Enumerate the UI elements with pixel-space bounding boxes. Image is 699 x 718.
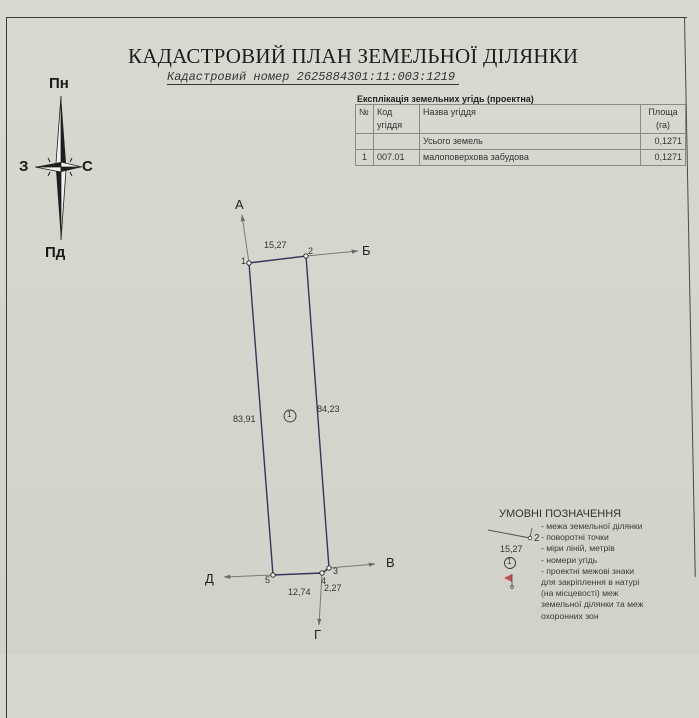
explication-table-caption: Експлікація земельних угідь (проектна): [357, 94, 534, 104]
legend-sample-parcel: 1: [507, 557, 512, 566]
measure-4-5: 12,74: [288, 587, 311, 597]
axis-v-line: [328, 562, 376, 569]
measure-2-3: 84,23: [317, 404, 340, 414]
turning-point-1: [246, 260, 252, 266]
legend-items: - межа земельної ділянки - поворотні точ…: [541, 521, 643, 622]
axis-d-line: [223, 574, 274, 579]
header-area-line2: (га): [655, 120, 671, 130]
measure-3-4: 2,27: [324, 583, 342, 593]
direction-g-label: Г: [314, 627, 322, 642]
measure-1-2: 15,27: [264, 240, 287, 250]
axis-g-line: [317, 572, 323, 626]
legend-title: УМОВНІ ПОЗНАЧЕННЯ: [499, 508, 622, 520]
axis-b-line: [305, 249, 359, 257]
legend-boundary-marker-icon: [504, 574, 512, 582]
legend-item: - поворотні точки: [541, 532, 609, 543]
header-code: Код угіддя: [373, 104, 420, 134]
document-title: КАДАСТРОВИЙ ПЛАН ЗЕМЕЛЬНОЇ ДІЛЯНКИ: [128, 44, 579, 68]
header-code-line1: Код: [377, 107, 393, 117]
legend-item: для закріплення в натурі: [541, 577, 640, 588]
axis-a-line: [240, 214, 250, 264]
direction-v-label: В: [386, 555, 395, 570]
compass-west-label: З: [19, 158, 29, 175]
page-frame: [6, 17, 687, 718]
parcel-plan-drawing: [223, 214, 376, 626]
compass-east-label: С: [82, 158, 93, 175]
legend-item: - міри ліній, метрів: [541, 543, 615, 554]
compass-rose-icon: [34, 95, 83, 241]
header-code-line2: угіддя: [377, 120, 403, 130]
point-label-3: 3: [333, 566, 339, 576]
legend-item: охоронних зон: [541, 610, 599, 621]
parcel-number-circle-icon: [283, 409, 297, 423]
legend-turning-point-icon: [527, 535, 533, 541]
legend-sample-measure: 15,27: [500, 544, 523, 554]
legend-item: - проектні межові знаки: [541, 565, 635, 576]
table-row: 1 007.01 малоповерхова забудова 0,1271: [355, 149, 686, 166]
legend-item: - номери угідь: [541, 554, 598, 565]
turning-point-5: [270, 572, 276, 578]
cell-name: малоповерхова забудова: [419, 149, 641, 166]
parcel-boundary: [248, 255, 330, 576]
explication-table: № Код угіддя Назва угіддя Площа (га) Усь…: [355, 104, 686, 166]
compass-south-label: Пд: [45, 244, 66, 261]
direction-b-label: Б: [362, 243, 371, 258]
turning-point-2: [303, 253, 309, 259]
direction-d-label: Д: [205, 571, 214, 586]
compass-north-label: Пн: [49, 75, 69, 92]
cell-area: 0,1271: [640, 149, 686, 166]
turning-point-3: [326, 565, 332, 571]
legend-item: - межа земельної ділянки: [541, 521, 643, 531]
legend-boundary-line-icon: [487, 529, 531, 539]
point-label-5: 5: [265, 575, 271, 585]
point-label-2: 2: [308, 246, 314, 256]
header-area-line1: Площа: [648, 107, 678, 117]
cadastral-number: Кадастровий номер 2625884301:11:003:1219: [167, 70, 460, 85]
point-label-1: 1: [241, 256, 247, 266]
measure-5-1: 83,91: [233, 414, 256, 424]
point-label-4: 4: [321, 576, 327, 586]
table-row: Усього земель 0,1271: [355, 133, 686, 150]
turning-point-4: [319, 570, 325, 576]
legend-parcel-number-icon: [504, 557, 516, 569]
direction-a-label: А: [235, 197, 244, 212]
header-area: Площа (га): [640, 104, 686, 134]
legend-symbols: [487, 527, 533, 589]
legend-item: (на місцевості) меж: [541, 588, 619, 599]
legend-item: земельної ділянки та меж: [541, 599, 644, 610]
legend-sample-point: 2: [534, 533, 540, 544]
parcel-number: 1: [287, 410, 292, 419]
